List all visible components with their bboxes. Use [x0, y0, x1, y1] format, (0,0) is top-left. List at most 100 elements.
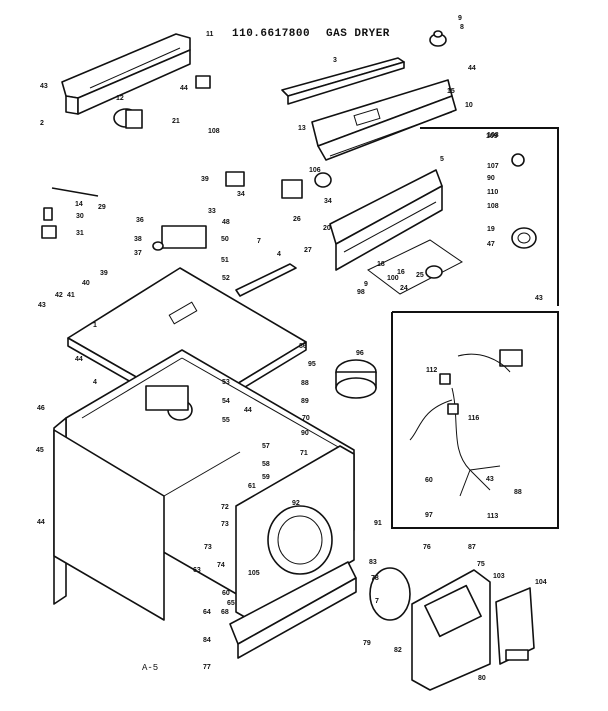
callout-c-3: 3	[333, 57, 337, 64]
thermostat-parts	[41, 187, 207, 251]
callout-c-83: 83	[369, 559, 377, 566]
callout-c-44a: 44	[468, 65, 476, 72]
callout-c-34b: 34	[324, 198, 332, 205]
callout-c-64: 64	[203, 609, 211, 616]
callout-c-11: 11	[206, 31, 214, 38]
callout-c-44b: 44	[180, 85, 188, 92]
timer-knob-housing	[113, 108, 143, 129]
callout-c-63: 63	[193, 567, 201, 574]
callout-c-105: 105	[248, 570, 260, 577]
diagram-title: GAS DRYER	[326, 28, 390, 40]
callout-c-71: 71	[300, 450, 308, 457]
callout-c-2: 2	[40, 120, 44, 127]
callout-c-7b: 7	[375, 598, 379, 605]
callout-c-15: 15	[447, 88, 455, 95]
callout-c-26: 26	[293, 216, 301, 223]
callout-c-89: 89	[301, 398, 309, 405]
callout-c-108b: 108	[487, 132, 499, 139]
callout-c-43d: 43	[486, 476, 494, 483]
inset-igniter	[511, 153, 537, 249]
callout-c-43b: 43	[38, 302, 46, 309]
callout-c-4b: 4	[93, 379, 97, 386]
callout-c-16: 16	[397, 269, 405, 276]
callout-c-70: 70	[302, 415, 310, 422]
callout-c-18: 18	[377, 261, 385, 268]
callout-c-10: 10	[465, 102, 473, 109]
callout-c-73b: 73	[204, 544, 212, 551]
callout-c-40: 40	[82, 280, 90, 287]
callout-c-74: 74	[217, 562, 225, 569]
callout-c-19: 19	[487, 226, 495, 233]
sheet-code: A-5	[142, 663, 158, 673]
callout-c-39a: 39	[201, 176, 209, 183]
callout-c-1: 1	[93, 322, 97, 329]
callout-c-20: 20	[323, 225, 331, 232]
callout-c-91: 91	[374, 520, 382, 527]
callout-c-60b: 60	[425, 477, 433, 484]
callout-c-87: 87	[468, 544, 476, 551]
callout-c-25: 25	[416, 272, 424, 279]
callout-c-95: 95	[308, 361, 316, 368]
callout-c-13: 13	[298, 125, 306, 132]
callout-c-65: 65	[227, 600, 235, 607]
callout-c-106: 106	[309, 167, 321, 174]
callout-c-75: 75	[477, 561, 485, 568]
inset-frame-top	[420, 127, 559, 306]
toe-kick	[229, 561, 357, 659]
callout-c-37: 37	[134, 250, 142, 257]
callout-c-44d: 44	[244, 407, 252, 414]
switch-small	[195, 75, 211, 89]
callout-c-5: 5	[440, 156, 444, 163]
callout-c-27: 27	[304, 247, 312, 254]
callout-c-29: 29	[98, 204, 106, 211]
callout-c-80: 80	[478, 675, 486, 682]
callout-c-54: 54	[222, 398, 230, 405]
callout-c-42: 42	[55, 292, 63, 299]
callout-c-36: 36	[136, 217, 144, 224]
callout-c-4: 4	[277, 251, 281, 258]
rear-console-panel	[61, 33, 191, 115]
callout-c-96: 96	[356, 350, 364, 357]
callout-c-86: 86	[299, 343, 307, 350]
knob-top	[429, 30, 447, 47]
callout-c-44c: 44	[75, 356, 83, 363]
callout-c-57: 57	[262, 443, 270, 450]
callout-c-90: 90	[301, 430, 309, 437]
callout-c-55: 55	[222, 417, 230, 424]
callout-c-8: 8	[460, 24, 464, 31]
drum-motor	[335, 359, 377, 399]
callout-c-68: 68	[221, 609, 229, 616]
callout-c-103: 103	[493, 573, 505, 580]
callout-c-116: 116	[468, 415, 479, 422]
callout-c-110: 110	[487, 189, 498, 196]
callout-c-108c: 108	[487, 203, 499, 210]
callout-c-39b: 39	[100, 270, 108, 277]
callout-c-77: 77	[203, 664, 211, 671]
callout-c-112: 112	[426, 367, 437, 374]
callout-c-108a: 108	[208, 128, 220, 135]
callout-c-60: 60	[222, 590, 230, 597]
callout-c-47: 47	[487, 241, 495, 248]
model-number: 110.6617800	[232, 28, 310, 40]
callout-c-88: 88	[301, 380, 309, 387]
callout-c-33: 33	[208, 208, 216, 215]
callout-c-30: 30	[76, 213, 84, 220]
callout-c-72: 72	[221, 504, 229, 511]
door-assembly	[369, 567, 535, 691]
callout-c-92: 92	[292, 500, 300, 507]
callout-c-73: 73	[221, 521, 229, 528]
callout-c-12: 12	[116, 95, 124, 102]
callout-c-46: 46	[37, 405, 45, 412]
callout-c-14: 14	[75, 201, 83, 208]
callout-c-34a: 34	[237, 191, 245, 198]
callout-c-61: 61	[248, 483, 256, 490]
inset-frame-harness	[391, 311, 559, 529]
callout-c-51: 51	[221, 257, 229, 264]
switch-bracket	[225, 171, 332, 199]
callout-c-31: 31	[76, 230, 84, 237]
callout-c-38: 38	[134, 236, 142, 243]
callout-c-59: 59	[262, 474, 270, 481]
callout-c-43c: 43	[535, 295, 543, 302]
callout-c-100: 100	[387, 275, 399, 282]
